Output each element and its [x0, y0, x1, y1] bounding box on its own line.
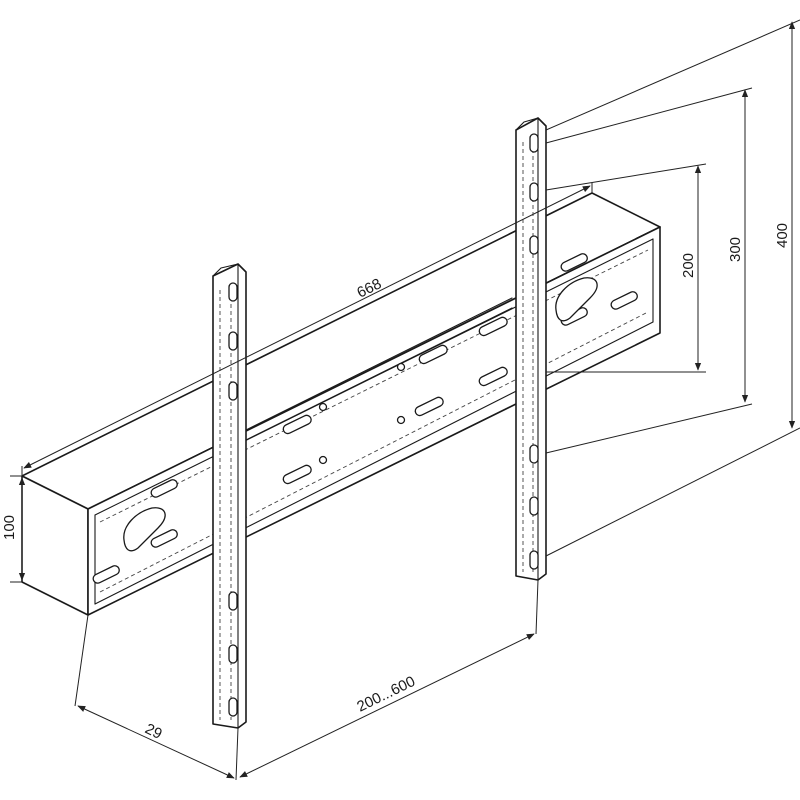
keyhole-left	[123, 507, 166, 552]
dim-label-400: 400	[774, 223, 791, 248]
dim-label-200: 200	[680, 253, 697, 278]
dim-label-100: 100	[1, 515, 18, 540]
wall-plate-bar	[21, 192, 661, 616]
left-rail	[212, 263, 247, 729]
bar-hole	[396, 362, 406, 372]
dim-label-300: 300	[727, 237, 744, 262]
dim-label-rail-spacing: 200...600	[354, 673, 418, 716]
bar-hole	[318, 402, 328, 412]
bar-hole	[396, 415, 406, 425]
bar-hole	[318, 455, 328, 465]
dim-label-29: 29	[142, 720, 164, 743]
dimension-lines	[10, 19, 800, 781]
right-rail	[515, 117, 547, 581]
